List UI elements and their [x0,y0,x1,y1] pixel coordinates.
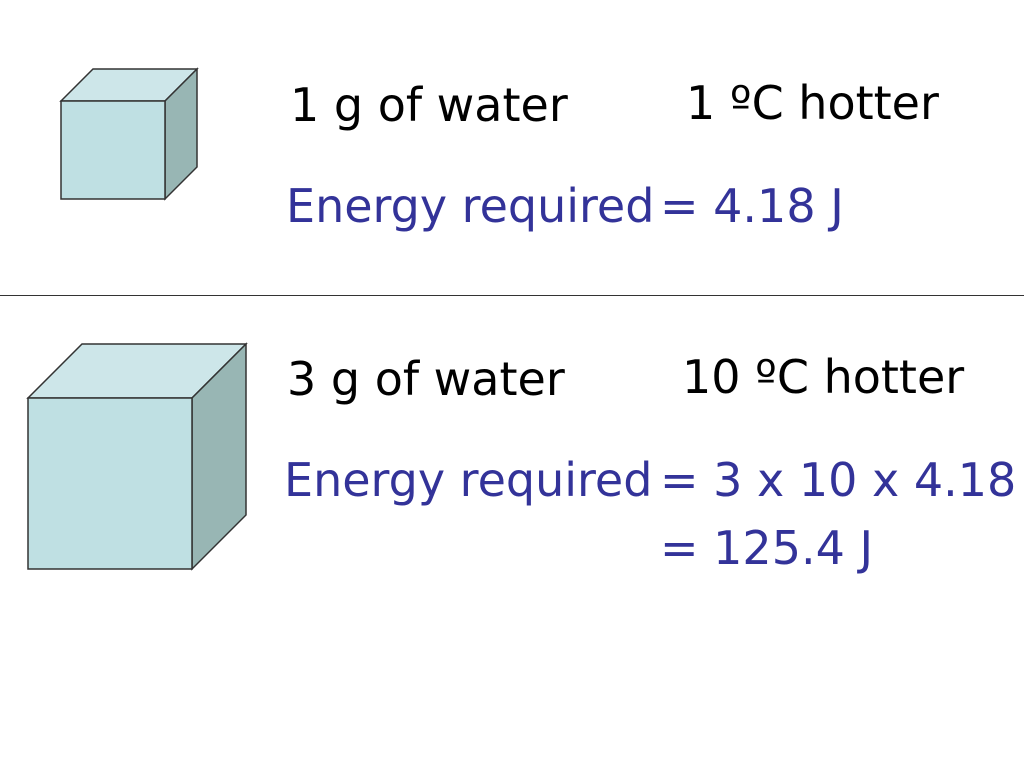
large-energy-result: = 125.4 J [660,521,874,575]
small-energy-label: Energy required [286,179,655,233]
small-energy-value: = 4.18 J [660,179,844,233]
small-temperature-label: 1 ºC hotter [686,76,939,130]
section-divider [0,295,1024,296]
large-temperature-label: 10 ºC hotter [682,350,965,404]
small-cube-front-face [60,100,166,200]
large-mass-label: 3 g of water [287,352,565,406]
small-mass-label: 1 g of water [290,78,568,132]
large-cube-front-face [27,397,193,570]
large-energy-label: Energy required [284,453,653,507]
large-energy-formula: = 3 x 10 x 4.18 [660,453,1017,507]
